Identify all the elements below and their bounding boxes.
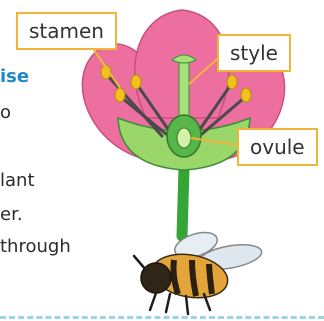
ovule (177, 128, 191, 148)
label-ovule: ovule (237, 128, 318, 166)
label-stamen: stamen (16, 12, 117, 50)
flower-stem (182, 168, 184, 236)
bee (134, 228, 263, 314)
label-style: style (217, 34, 291, 72)
dashed-border (0, 316, 324, 319)
